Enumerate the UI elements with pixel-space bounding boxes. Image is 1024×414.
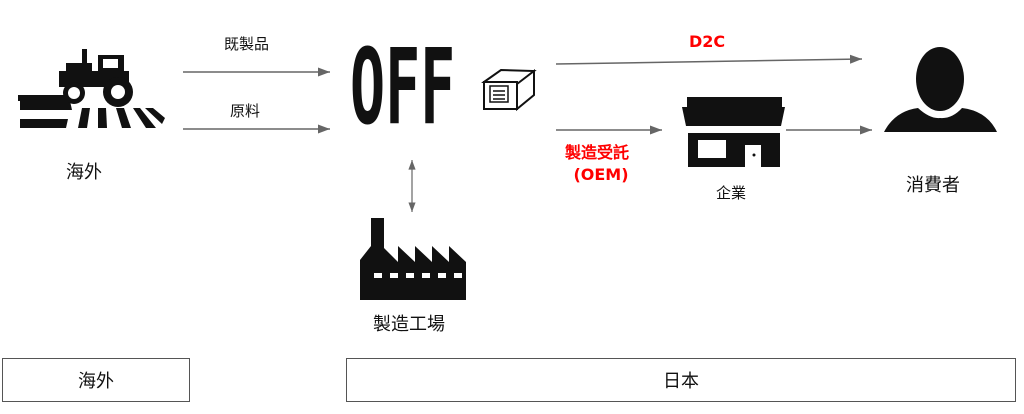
oem-label-line2: (OEM) <box>573 165 629 184</box>
japan-region-box: 日本 <box>346 358 1016 402</box>
japan-region-label: 日本 <box>663 371 699 392</box>
factory-node-label: 製造工場 <box>373 314 445 335</box>
overseas-region-box: 海外 <box>2 358 190 402</box>
finished-products-label: 既製品 <box>224 35 270 53</box>
package-box-icon <box>481 68 537 112</box>
oem-label-line1: 製造受託 <box>565 143 630 162</box>
arrow-d2c <box>555 54 863 65</box>
overseas-region-label: 海外 <box>78 371 114 392</box>
d2c-label: D2C <box>689 32 726 51</box>
consumer-node-label: 消費者 <box>906 175 960 196</box>
raw-materials-label: 原料 <box>230 102 261 120</box>
person-icon <box>884 47 997 132</box>
brand-logo: OFF <box>350 26 456 148</box>
tractor-icon <box>18 49 165 128</box>
company-node-label: 企業 <box>716 184 747 202</box>
overseas-node-label: 海外 <box>66 162 102 183</box>
factory-icon <box>360 218 466 300</box>
storefront-icon <box>682 97 785 167</box>
